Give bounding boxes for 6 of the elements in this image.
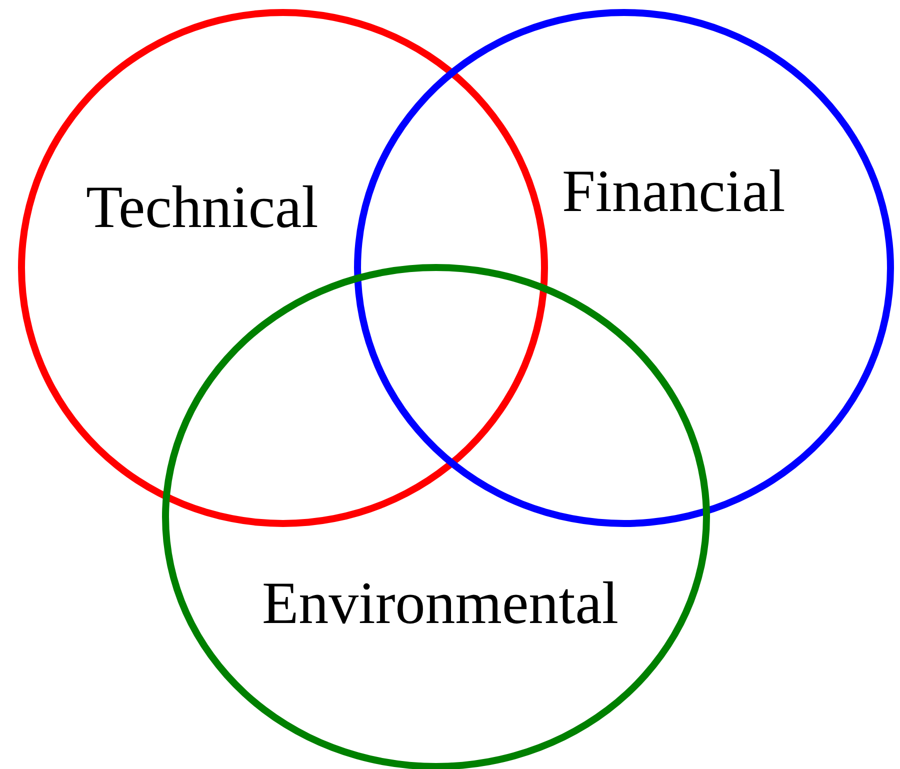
circle-label: Technical	[86, 173, 318, 242]
venn-circle	[18, 9, 548, 527]
circle-label: Environmental	[262, 569, 619, 638]
venn-circle	[162, 264, 710, 769]
circle-label: Financial	[562, 157, 786, 226]
venn-circle	[354, 9, 894, 527]
